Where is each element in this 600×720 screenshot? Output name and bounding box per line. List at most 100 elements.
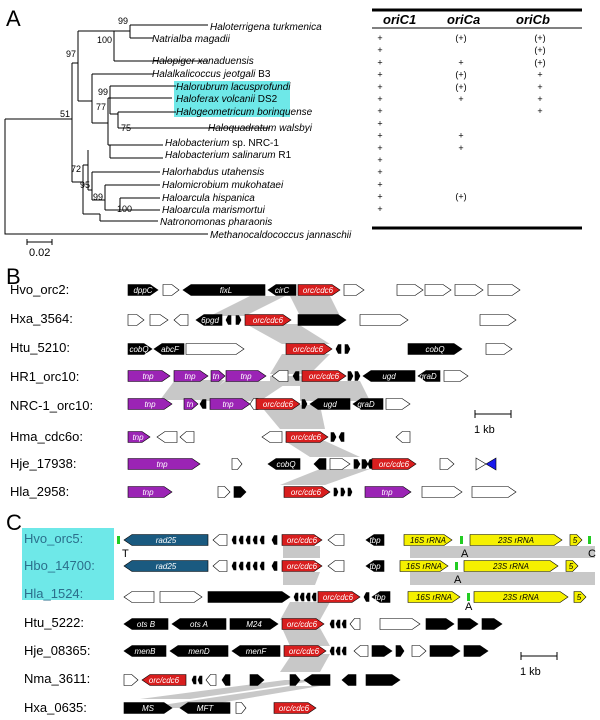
gene-arrow [123, 591, 155, 603]
species-label: Halobacterium sp. NRC-1 [165, 138, 279, 149]
species-label: Haloarcula hispanica [162, 193, 255, 204]
table-cell: + [537, 70, 542, 80]
row-label: Hxa_0635: [24, 700, 87, 715]
gene-label: orc/cdc6 [149, 676, 180, 685]
gene-label: tn [187, 400, 194, 409]
gene-arrow [371, 458, 417, 470]
gene-arrow [245, 561, 251, 571]
panel-b-row-labels: Hvo_orc2: Hxa_3564: Htu_5210: HR1_orc10:… [10, 282, 93, 499]
gene-label: tnp [142, 372, 154, 381]
gene-arrow [127, 284, 159, 296]
gene-label: orc/cdc6 [289, 647, 320, 656]
gene-label: orc/cdc6 [379, 460, 410, 469]
gene-arrow [353, 459, 361, 469]
gene-arrow [365, 560, 385, 572]
gene-arrow [349, 618, 361, 630]
gene-arrow [292, 371, 300, 381]
gene-arrow [127, 486, 173, 498]
species-label: Halorubrum lacusprofundi [176, 82, 291, 93]
gene-arrow [179, 702, 231, 714]
species-label: Haloquadratum walsbyi [208, 123, 313, 134]
table-cell: + [377, 57, 382, 67]
gene-arrow [399, 560, 449, 572]
gene-arrow [327, 534, 345, 546]
gene-arrow [283, 645, 327, 657]
gene-arrow [303, 674, 331, 686]
table-cell: + [377, 192, 382, 202]
table-cell: (+) [455, 33, 466, 43]
gene-arrow [309, 398, 351, 410]
gene-arrow [457, 618, 479, 630]
gene-arrow [156, 431, 178, 443]
panel-c-row-labels: Hvo_orc5: Hbo_14700: Hla_1524: Htu_5222:… [24, 531, 95, 715]
gene-label: tn [213, 372, 220, 381]
scale-label-c: 1 kb [520, 666, 541, 678]
gene-arrow [305, 592, 311, 602]
gene-arrow [417, 370, 441, 382]
gene-label: MFT [197, 704, 215, 713]
table-cell: + [537, 106, 542, 116]
row-label: Hvo_orc5: [24, 531, 83, 546]
gene-label: orc/cdc6 [303, 286, 334, 295]
gene-arrow [344, 344, 351, 354]
gene-arrow [123, 645, 167, 657]
gene-arrow [454, 284, 484, 296]
gene-arrow [485, 457, 497, 471]
gene-arrow [210, 370, 226, 382]
gene-arrow [235, 315, 242, 325]
gene-arrow [421, 486, 463, 498]
gene-arrow [271, 561, 278, 571]
gene-arrow [385, 398, 411, 410]
snp-label: A [461, 548, 469, 560]
gene-arrow [182, 284, 266, 296]
row-label: Hbo_14700: [24, 558, 95, 573]
gene-arrow [395, 645, 405, 657]
green-marker [588, 536, 591, 544]
oric-table: oriC1 oriCa oriCb +(+)(+)+(+)++(+)+(+)++… [372, 8, 582, 230]
species-label: Methanocaldococcus jannaschii [210, 230, 352, 241]
scale-label-b: 1 kb [474, 424, 495, 436]
gene-label: fixL [220, 286, 232, 295]
gene-label: 23S rRNA [492, 562, 529, 571]
row-label: Htu_5210: [10, 340, 70, 355]
gene-arrow [252, 561, 258, 571]
gene-label: orc/cdc6 [263, 400, 294, 409]
bootstrap-value: 72 [71, 164, 81, 174]
table-cell: + [377, 155, 382, 165]
gene-arrow [367, 459, 373, 469]
gene-arrow [231, 535, 237, 545]
gene-arrow [127, 458, 201, 470]
gene-label: tnp [184, 372, 196, 381]
gene-arrow [212, 534, 228, 546]
snp-label: A [454, 574, 462, 586]
gene-arrow [487, 284, 521, 296]
gene-arrow [231, 645, 281, 657]
gene-arrow [229, 618, 279, 630]
gene-arrow [281, 560, 323, 572]
gene-arrow [463, 645, 489, 657]
table-cell: + [377, 82, 382, 92]
gene-arrow [347, 371, 354, 381]
gene-arrow [362, 370, 416, 382]
row-label: Hxa_3564: [10, 311, 73, 326]
gene-arrow [261, 431, 283, 443]
synteny-bands-c [140, 546, 595, 708]
gene-arrow [330, 432, 337, 442]
gene-arrow [407, 343, 463, 355]
gene-arrow [173, 314, 189, 326]
gene-arrow [231, 561, 237, 571]
gene-arrow [352, 398, 384, 410]
gene-arrow [205, 674, 217, 686]
gene-arrow [485, 343, 513, 355]
gene-arrow [338, 432, 345, 442]
gene-arrow [244, 314, 292, 326]
bootstrap-value: 100 [117, 204, 132, 214]
table-cell: + [377, 33, 382, 43]
row-label: Nma_3611: [24, 671, 90, 686]
gene-label: orc/cdc6 [279, 704, 310, 713]
gene-arrow [127, 343, 153, 355]
gene-arrow [289, 674, 301, 686]
bootstrap-value: 99 [118, 16, 128, 26]
